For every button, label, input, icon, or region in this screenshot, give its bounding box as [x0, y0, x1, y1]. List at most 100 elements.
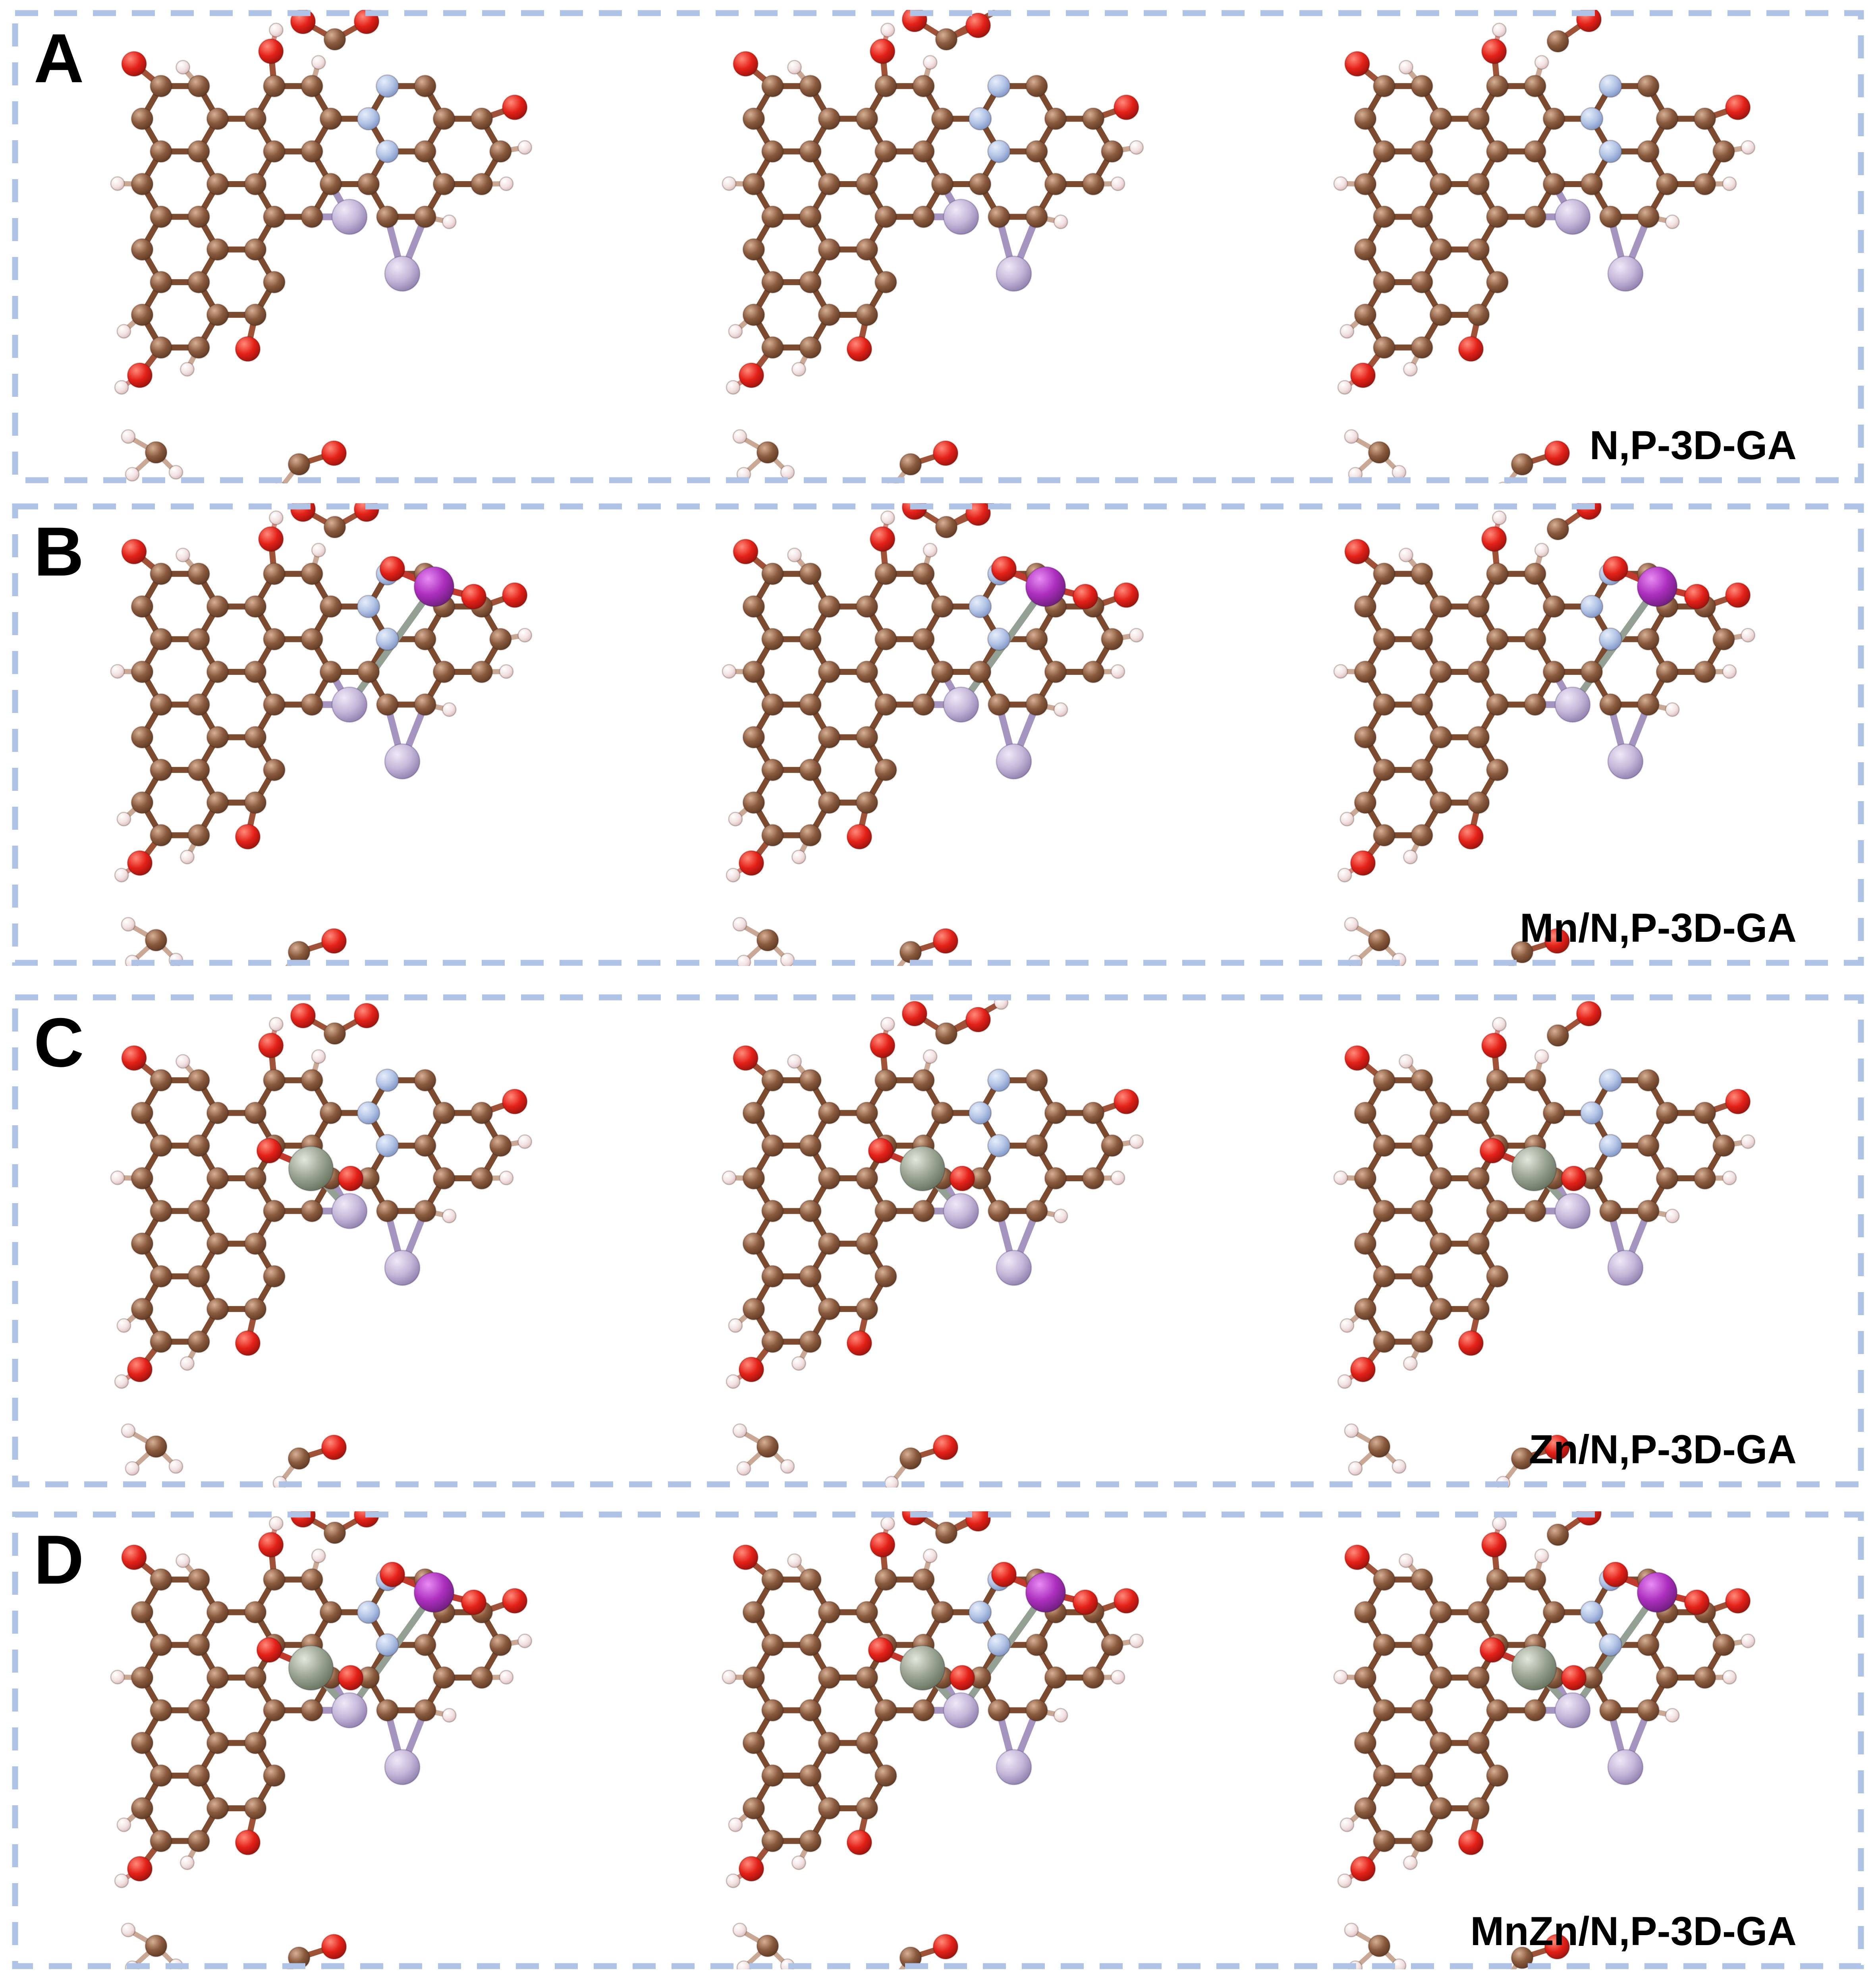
- nitrogen-atom: [1580, 595, 1604, 618]
- carbon-atom: [899, 1447, 922, 1470]
- hydrogen-atom: [1665, 1708, 1680, 1723]
- phosphorus-atom: [384, 1749, 421, 1785]
- oxygen-atom: [256, 1138, 282, 1164]
- oxygen-atom: [1113, 94, 1139, 120]
- carbon-atom: [1044, 1101, 1067, 1124]
- carbon-atom: [470, 1666, 493, 1689]
- nitrogen-atom: [968, 595, 992, 618]
- carbon-atom: [1429, 1232, 1452, 1255]
- oxygen-atom: [1684, 1589, 1710, 1615]
- carbon-atom: [1712, 1134, 1735, 1157]
- hydrogen-atom: [1403, 1855, 1418, 1870]
- carbon-atom: [206, 1101, 229, 1124]
- carbon-atom: [414, 1699, 436, 1722]
- carbon-atom: [1368, 929, 1391, 952]
- carbon-atom: [244, 595, 267, 618]
- carbon-atom: [1712, 1633, 1735, 1656]
- carbon-atom: [756, 1435, 779, 1458]
- phosphorus-atom: [1607, 1749, 1644, 1785]
- carbon-atom: [150, 1265, 172, 1288]
- carbon-atom: [1524, 628, 1546, 651]
- oxygen-atom: [949, 1165, 975, 1192]
- hydrogen-atom: [1741, 1633, 1756, 1648]
- carbon-atom: [263, 562, 286, 585]
- oxygen-atom: [738, 1356, 764, 1383]
- carbon-atom: [1467, 1101, 1490, 1124]
- hydrogen-atom: [1741, 1134, 1756, 1149]
- hydrogen-atom: [116, 1817, 131, 1832]
- carbon-atom: [1637, 205, 1660, 228]
- carbon-atom: [1411, 628, 1433, 651]
- carbon-atom: [912, 1699, 935, 1722]
- oxygen-atom: [846, 1330, 872, 1356]
- manganese-atom: [1637, 1572, 1678, 1613]
- hydrogen-atom: [1053, 214, 1068, 230]
- carbon-atom: [150, 1200, 172, 1223]
- carbon-atom: [319, 173, 342, 196]
- carbon-atom: [969, 661, 992, 684]
- carbon-atom: [1656, 173, 1679, 196]
- molecule-structure: [1333, 1511, 1756, 1969]
- carbon-atom: [1467, 1232, 1490, 1255]
- carbon-atom: [912, 140, 935, 163]
- carbon-atom: [1373, 1265, 1395, 1288]
- carbon-atom: [1373, 1633, 1395, 1656]
- carbon-atom: [818, 661, 841, 684]
- carbon-atom: [874, 1265, 897, 1288]
- carbon-atom: [244, 107, 267, 130]
- carbon-atom: [1486, 1200, 1509, 1223]
- carbon-atom: [1044, 661, 1067, 684]
- carbon-atom: [187, 1830, 210, 1853]
- oxygen-atom: [1561, 1665, 1587, 1691]
- molecule-structure: [1333, 1001, 1756, 1488]
- nitrogen-atom: [1599, 74, 1622, 98]
- carbon-atom: [1546, 518, 1569, 541]
- carbon-atom: [1580, 661, 1603, 684]
- phosphorus-atom: [1607, 1250, 1644, 1286]
- carbon-atom: [263, 758, 286, 781]
- carbon-atom: [1467, 303, 1490, 326]
- oxygen-atom: [1544, 1434, 1570, 1461]
- hydrogen-atom: [732, 429, 747, 444]
- carbon-atom: [150, 562, 172, 585]
- carbon-atom: [1411, 1764, 1433, 1787]
- hydrogen-atom: [110, 1669, 125, 1685]
- nitrogen-atom: [987, 1068, 1011, 1092]
- oxygen-atom: [1576, 1001, 1602, 1027]
- carbon-atom: [206, 661, 229, 684]
- carbon-atom: [376, 1200, 399, 1223]
- carbon-atom: [742, 1601, 765, 1624]
- carbon-atom: [799, 824, 822, 847]
- hydrogen-atom: [176, 1553, 191, 1568]
- carbon-atom: [855, 1797, 878, 1820]
- carbon-atom: [742, 726, 765, 749]
- carbon-atom: [761, 824, 784, 847]
- carbon-atom: [206, 595, 229, 618]
- carbon-atom: [1354, 661, 1377, 684]
- carbon-atom: [131, 595, 154, 618]
- oxygen-atom: [353, 1003, 380, 1029]
- carbon-atom: [1025, 205, 1048, 228]
- carbon-atom: [799, 140, 822, 163]
- carbon-atom: [818, 791, 841, 814]
- carbon-atom: [931, 595, 954, 618]
- oxygen-atom: [121, 1045, 147, 1071]
- carbon-atom: [1467, 1167, 1490, 1190]
- carbon-atom: [1411, 205, 1433, 228]
- carbon-atom: [935, 516, 958, 539]
- carbon-atom: [187, 336, 210, 359]
- hydrogen-atom: [121, 917, 136, 932]
- carbon-atom: [988, 693, 1010, 716]
- material-label-b: Mn/N,P-3D-GA: [1520, 905, 1797, 950]
- nitrogen-atom: [357, 1101, 380, 1125]
- oxygen-atom: [127, 362, 153, 388]
- oxygen-atom: [1481, 1032, 1507, 1059]
- hydrogen-atom: [1722, 1670, 1737, 1685]
- hydrogen-atom: [787, 60, 802, 75]
- carbon-atom: [1411, 1330, 1433, 1353]
- hydrogen-atom: [728, 1817, 743, 1832]
- carbon-atom: [818, 1601, 841, 1624]
- carbon-atom: [874, 758, 897, 781]
- oxygen-atom: [258, 526, 284, 552]
- carbon-atom: [1373, 758, 1395, 781]
